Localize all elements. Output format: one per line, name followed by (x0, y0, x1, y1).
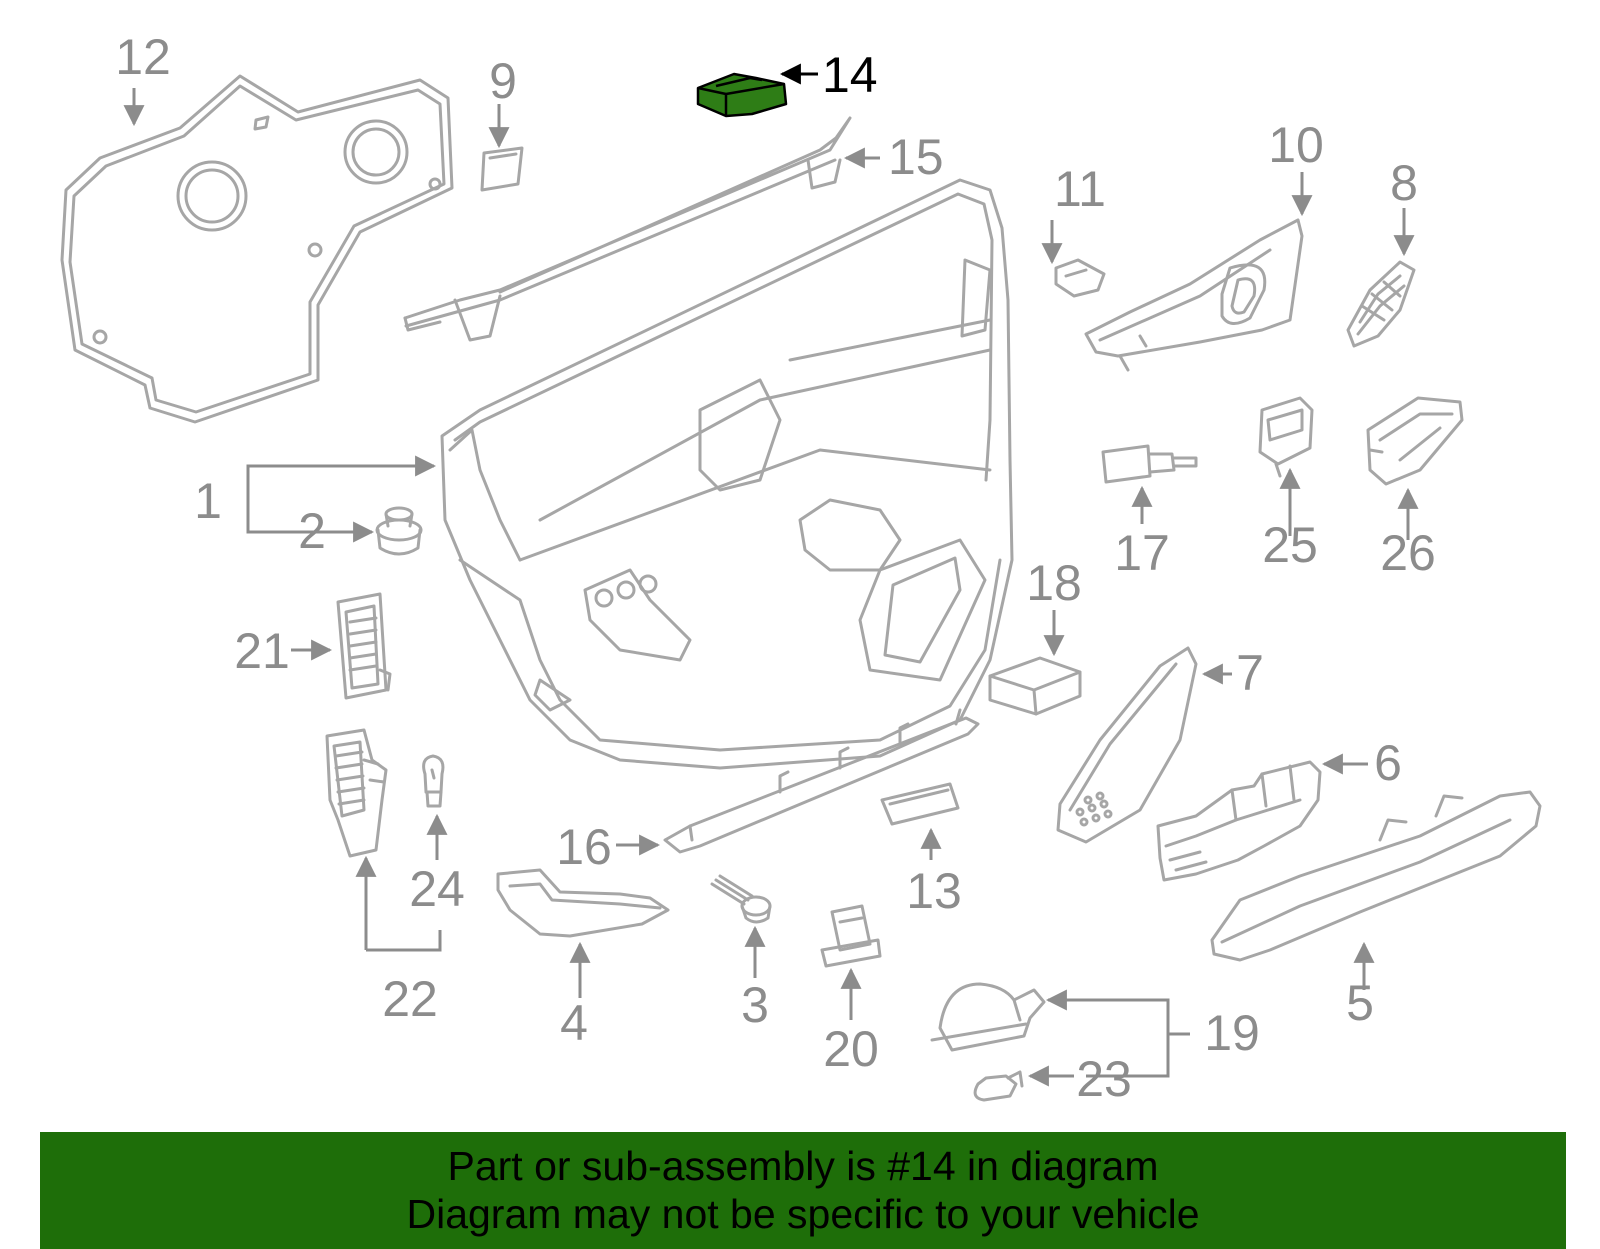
part-12-water-shield (60, 74, 454, 424)
part-6-switch-panel (1156, 760, 1322, 882)
part-24-bulb (422, 754, 445, 808)
callout-4: 4 (560, 995, 588, 1051)
callout-21: 21 (234, 623, 290, 679)
part-10-handle-bezel (1084, 218, 1304, 372)
part-18-module (988, 656, 1082, 716)
part-1-door-trim-panel (440, 178, 1014, 770)
callout-16: 16 (556, 819, 612, 875)
callout-labels: 12 9 14 15 11 10 8 1 2 21 17 25 26 18 7 … (115, 29, 1436, 1107)
part-23-bulb (973, 1070, 1024, 1102)
banner-line-disclaimer: Diagram may not be specific to your vehi… (406, 1191, 1200, 1237)
callout-20: 20 (823, 1021, 879, 1077)
callout-5: 5 (1346, 975, 1374, 1031)
callout-15: 15 (888, 129, 944, 185)
part-4-handle-cover (496, 868, 670, 938)
callout-17: 17 (1114, 525, 1170, 581)
part-3-screw (710, 874, 772, 924)
callout-13: 13 (906, 863, 962, 919)
part-2-clip (375, 506, 423, 556)
callout-1: 1 (194, 473, 222, 529)
info-banner: Part or sub-assembly is #14 in diagram D… (40, 1132, 1566, 1249)
part-20-switch (820, 904, 882, 968)
part-8-vent-grille (1346, 260, 1416, 348)
callout-14: 14 (822, 47, 878, 103)
part-19-lamp (930, 982, 1046, 1052)
leader-lines (123, 88, 1419, 1087)
part-15-weatherstrip (403, 116, 852, 342)
part-5-armrest (1210, 790, 1542, 962)
callout-12: 12 (115, 29, 171, 85)
part-17-connector (1101, 444, 1198, 484)
callout-6: 6 (1374, 735, 1402, 791)
callout-2: 2 (298, 503, 326, 559)
callout-25: 25 (1262, 517, 1318, 573)
part-25-switch (1258, 396, 1314, 478)
callout-18: 18 (1026, 555, 1082, 611)
callout-19: 19 (1204, 1005, 1260, 1061)
callout-26: 26 (1380, 525, 1436, 581)
part-9-pad (480, 146, 524, 192)
part-7-speaker-grille (1056, 646, 1198, 844)
callout-11: 11 (1054, 161, 1106, 217)
callout-9: 9 (489, 53, 517, 109)
callout-22: 22 (382, 971, 438, 1027)
banner-line-part-number: Part or sub-assembly is #14 in diagram (447, 1143, 1159, 1189)
callout-7: 7 (1236, 645, 1264, 701)
callout-10: 10 (1268, 117, 1324, 173)
part-14-highlighted (696, 72, 788, 118)
part-13-trim-piece (880, 782, 960, 826)
part-16-trim-strip (663, 708, 980, 854)
part-21-reflector (336, 592, 392, 700)
part-22-lamp-housing (325, 728, 388, 858)
callout-23: 23 (1076, 1051, 1132, 1107)
callout-24: 24 (409, 861, 465, 917)
part-11-bracket (1054, 258, 1106, 298)
callout-8: 8 (1390, 155, 1418, 211)
callout-3: 3 (741, 977, 769, 1033)
part-26-switch (1366, 396, 1464, 486)
